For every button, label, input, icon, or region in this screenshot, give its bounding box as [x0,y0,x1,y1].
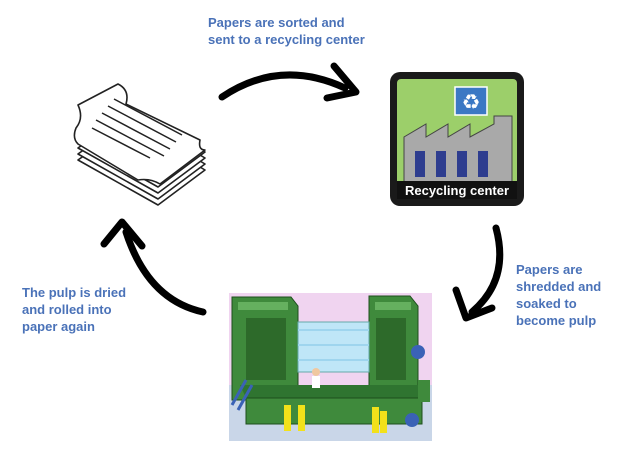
caption-line: and rolled into [22,302,112,317]
caption-line: soaked to [516,296,577,311]
caption-shredded: Papers are shredded and soaked to become… [516,261,601,329]
paper-stack-icon [73,83,206,206]
curved-arrow-icon [122,71,504,316]
caption-line: paper again [22,319,95,334]
caption-line: sent to a recycling center [208,32,365,47]
caption-line: become pulp [516,313,597,328]
arrowheads [100,62,496,322]
recycle-icon: ♻ [462,90,481,114]
caption-line: Papers are sorted and [208,15,345,30]
recycling-center-label: Recycling center [405,183,509,198]
caption-sorted: Papers are sorted and sent to a recyclin… [208,14,365,48]
recycling-center-icon: ♻ Recycling center [390,72,524,206]
caption-line: shredded and [516,279,602,294]
caption-line: The pulp is dried [22,285,127,300]
caption-dried: The pulp is dried and rolled into paper … [22,284,126,335]
paper-mill-machine-icon [229,293,432,441]
caption-line: Papers are [516,262,583,277]
